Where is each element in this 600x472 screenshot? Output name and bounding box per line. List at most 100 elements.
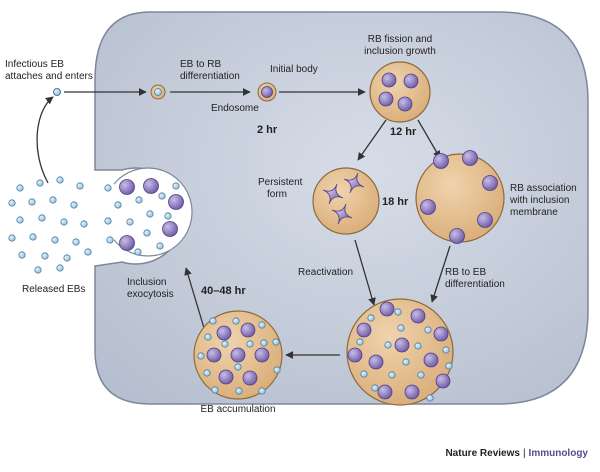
arrow-fission-to-assoc: [417, 119, 441, 159]
rb-to-eb-inclusion: [346, 298, 454, 406]
exocytosis-eb: [104, 184, 112, 192]
late-rb: [379, 301, 395, 317]
arrow-persistent-to-late: [354, 239, 376, 306]
label-rb-assoc-3: membrane: [510, 207, 558, 218]
late-rb: [433, 326, 449, 342]
credit-separator: |: [522, 448, 526, 459]
late-eb: [384, 341, 392, 349]
persistent-form-inclusion: [312, 167, 380, 235]
label-endosome: Endosome: [211, 103, 259, 114]
released-eb: [29, 233, 37, 241]
journal-credit: Nature Reviews|Immunology: [445, 448, 588, 459]
accum-eb: [197, 352, 205, 360]
accum-eb: [235, 387, 243, 395]
released-eb: [72, 238, 80, 246]
label-released-ebs: Released EBs: [22, 284, 85, 295]
late-eb: [414, 342, 422, 350]
released-eb: [41, 252, 49, 260]
accum-eb: [258, 387, 266, 395]
released-eb: [51, 236, 59, 244]
accum-eb: [211, 386, 219, 394]
released-eb: [8, 199, 16, 207]
arrow-accum-to-exocytosis: [184, 267, 205, 329]
membrane-rb: [477, 212, 493, 228]
released-eb: [16, 216, 24, 224]
exocytosis-eb: [158, 192, 166, 200]
released-eb: [34, 266, 42, 274]
label-rb-assoc-1: RB association: [510, 183, 577, 194]
released-eb: [60, 218, 68, 226]
label-initial-body: Initial body: [270, 64, 318, 75]
cycle-arrows: [36, 88, 451, 359]
exocytosis-rb: [162, 221, 178, 237]
accum-eb: [221, 340, 229, 348]
released-eb: [16, 184, 24, 192]
released-eb: [49, 196, 57, 204]
label-rb-to-eb-2: differentiation: [445, 279, 505, 290]
membrane-rb: [420, 199, 436, 215]
rb-association-inclusion: [415, 150, 505, 244]
accum-eb: [246, 340, 254, 348]
late-rb: [410, 308, 426, 324]
eb-in-endosome: [150, 84, 166, 100]
released-eb: [18, 251, 26, 259]
accum-eb: [260, 339, 268, 347]
late-rb: [435, 373, 451, 389]
label-exocytosis-1: Inclusion: [127, 277, 166, 288]
accum-rb: [206, 347, 222, 363]
label-exocytosis-2: exocytosis: [127, 289, 174, 300]
label-rb-fission-2: inclusion growth: [364, 46, 436, 57]
late-eb: [445, 362, 453, 370]
label-rb-fission-1: RB fission and: [368, 34, 432, 45]
credit-journal: Nature Reviews: [445, 448, 520, 459]
released-eb: [56, 176, 64, 184]
label-reactivation: Reactivation: [298, 267, 353, 278]
membrane-rb: [433, 153, 449, 169]
exocytosis-rb: [168, 194, 184, 210]
late-rb: [377, 384, 393, 400]
accum-eb: [258, 321, 266, 329]
label-time-12hr: 12 hr: [390, 126, 417, 138]
accum-rb: [242, 370, 258, 386]
membrane-rb: [482, 175, 498, 191]
late-eb: [394, 308, 402, 316]
exocytosis-eb: [134, 248, 142, 256]
late-eb: [388, 371, 396, 379]
exocytosis-eb: [146, 210, 154, 218]
accum-eb: [203, 369, 211, 377]
exocytosis-eb: [164, 212, 172, 220]
released-eb: [70, 201, 78, 209]
label-persistent-2: form: [267, 189, 287, 200]
exocytosis-eb: [143, 229, 151, 237]
eb-accumulation-inclusion: [193, 310, 283, 400]
late-rb: [394, 337, 410, 353]
late-eb: [397, 324, 405, 332]
released-eb-particles: [8, 176, 92, 274]
late-rb: [404, 384, 420, 400]
accum-eb: [234, 363, 242, 371]
label-infectious-1: Infectious EB: [5, 59, 64, 70]
credit-section: Immunology: [528, 448, 588, 459]
label-time-18hr: 18 hr: [382, 196, 409, 208]
released-eb: [36, 179, 44, 187]
exocytosis-eb: [172, 182, 180, 190]
label-time-2hr: 2 hr: [257, 124, 278, 136]
accum-rb: [218, 369, 234, 385]
label-time-40-48hr: 40–48 hr: [201, 285, 246, 297]
accum-eb: [232, 317, 240, 325]
late-eb: [360, 370, 368, 378]
arrow-fission-to-persistent: [357, 119, 387, 161]
accum-rb: [230, 347, 246, 363]
membrane-rb: [462, 150, 478, 166]
released-eb: [84, 248, 92, 256]
late-eb: [371, 384, 379, 392]
label-rb-to-eb-1: RB to EB: [445, 267, 486, 278]
late-rb: [423, 352, 439, 368]
late-rb: [347, 347, 363, 363]
late-eb: [426, 394, 434, 402]
rb-fission-inclusion: [369, 61, 431, 123]
late-rb: [368, 354, 384, 370]
accum-rb: [240, 322, 256, 338]
